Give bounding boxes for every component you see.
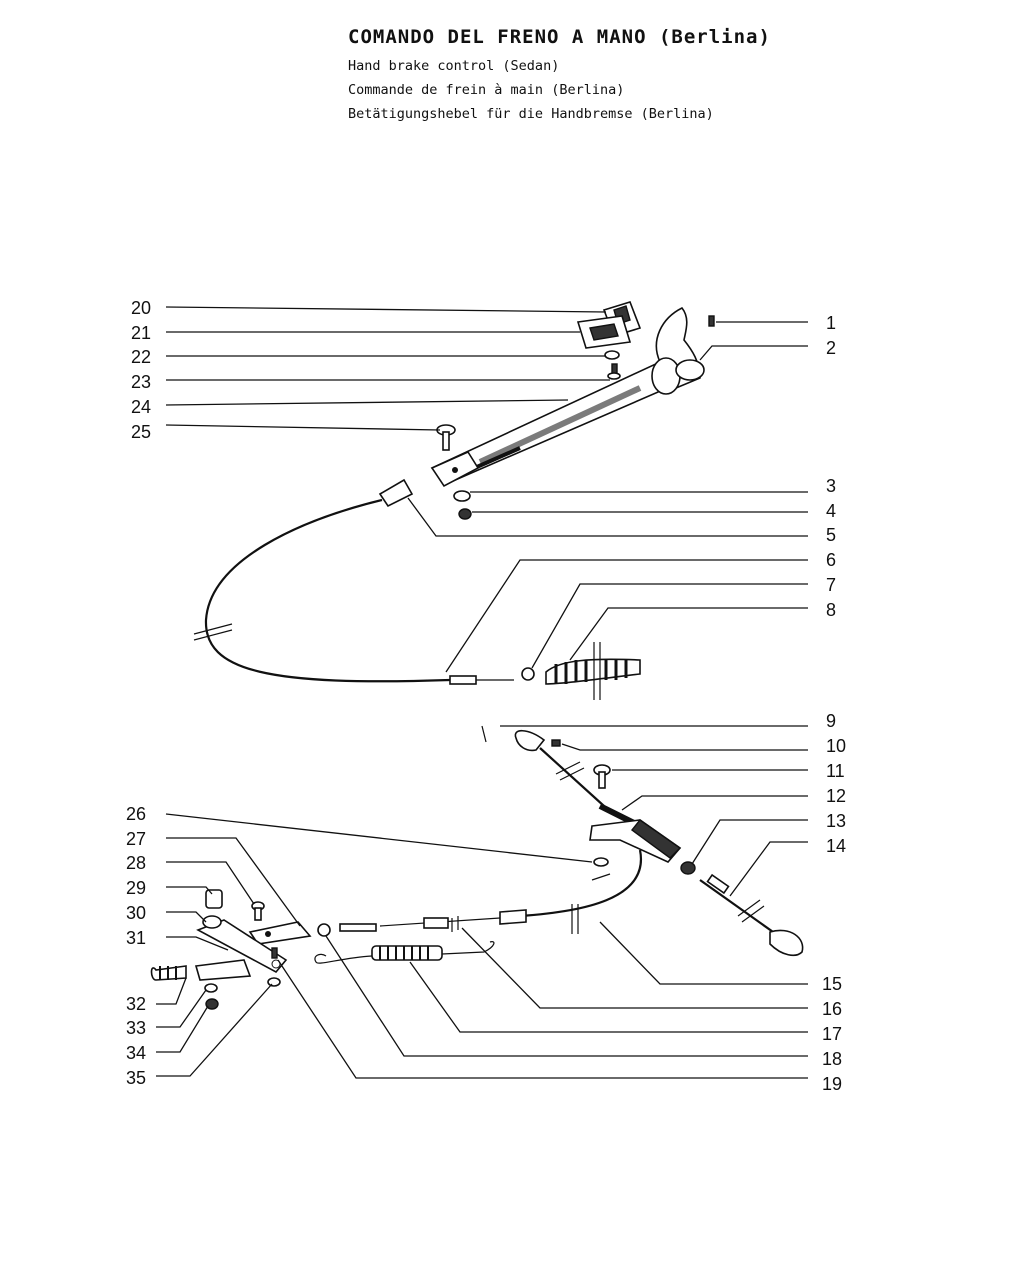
part-label: 11 xyxy=(826,761,845,781)
part-label: 7 xyxy=(826,575,836,595)
part-label: 10 xyxy=(826,736,846,756)
diagram-title: COMANDO DEL FRENO A MANO (Berlina) xyxy=(348,26,771,48)
part-label: 8 xyxy=(826,600,836,620)
part-label: 6 xyxy=(826,550,836,570)
part-label: 16 xyxy=(822,999,842,1019)
part-number-labels-right: 1 2 3 4 5 6 7 8 9 10 11 12 13 14 15 16 1… xyxy=(822,313,846,1094)
part-label: 1 xyxy=(826,313,836,333)
leader-lines xyxy=(156,306,808,1079)
part-label: 12 xyxy=(826,786,846,806)
part-label: 17 xyxy=(822,1024,842,1044)
subtitle-french: Commande de frein à main (Berlina) xyxy=(348,82,625,98)
part-label: 19 xyxy=(822,1074,842,1094)
front-cable xyxy=(193,478,514,685)
subtitle-english: Hand brake control (Sedan) xyxy=(348,58,560,74)
part-label: 32 xyxy=(126,994,146,1014)
part-label: 35 xyxy=(126,1068,146,1088)
part-label: 9 xyxy=(826,711,836,731)
part-label: 24 xyxy=(131,397,151,417)
part-number-labels-left: 20 21 22 23 24 25 26 27 28 29 30 31 32 3… xyxy=(126,298,151,1088)
part-label: 31 xyxy=(126,928,146,948)
lever-button-parts xyxy=(576,301,642,380)
part-label: 2 xyxy=(826,338,836,358)
compensator-and-rear-cable xyxy=(314,725,804,964)
part-label: 21 xyxy=(131,323,151,343)
part-label: 23 xyxy=(131,372,151,392)
part-label: 5 xyxy=(826,525,836,545)
part-label: 22 xyxy=(131,347,151,367)
cable-boot xyxy=(521,642,641,700)
part-label: 33 xyxy=(126,1018,146,1038)
part-label: 4 xyxy=(826,501,836,521)
hand-brake-lever xyxy=(430,306,715,488)
part-label: 28 xyxy=(126,853,146,873)
part-label: 18 xyxy=(822,1049,842,1069)
part-label: 34 xyxy=(126,1043,146,1063)
part-label: 26 xyxy=(126,804,146,824)
subtitle-german: Betätigungshebel für die Handbremse (Ber… xyxy=(348,106,714,122)
part-label: 25 xyxy=(131,422,151,442)
part-label: 20 xyxy=(131,298,151,318)
part-label: 14 xyxy=(826,836,846,856)
part-label: 27 xyxy=(126,829,146,849)
part-label: 29 xyxy=(126,878,146,898)
diagram-header: COMANDO DEL FRENO A MANO (Berlina) Hand … xyxy=(348,26,771,126)
part-label: 30 xyxy=(126,903,146,923)
part-label: 3 xyxy=(826,476,836,496)
rear-linkage-parts xyxy=(150,889,312,1010)
part-label: 13 xyxy=(826,811,846,831)
part-label: 15 xyxy=(822,974,842,994)
